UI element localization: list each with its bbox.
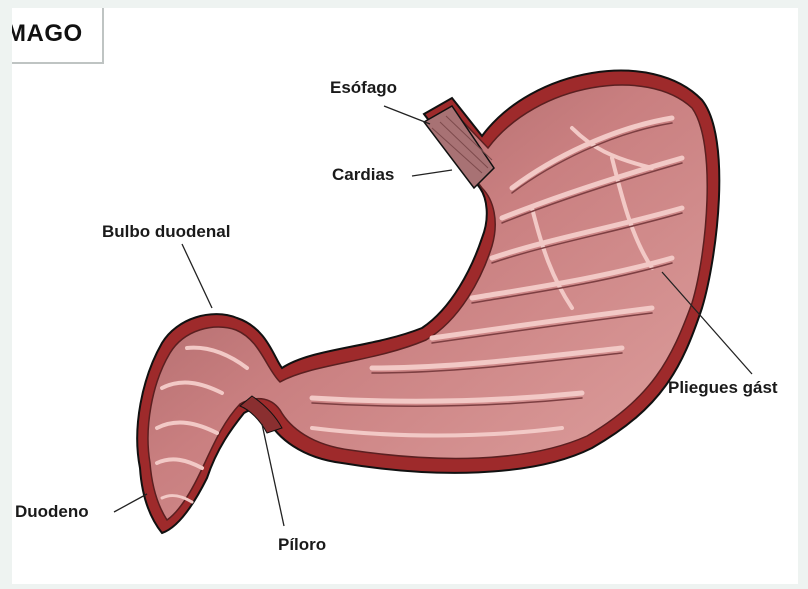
label-esofago: Esófago xyxy=(330,78,397,98)
leader-duodeno xyxy=(114,494,147,512)
label-pliegues-gastricos: Pliegues gást xyxy=(668,378,778,398)
label-cardias: Cardias xyxy=(332,165,394,185)
leader-cardias xyxy=(412,170,452,176)
label-bulbo-duodenal: Bulbo duodenal xyxy=(102,222,230,242)
label-duodeno: Duodeno xyxy=(15,502,89,522)
leader-esofago xyxy=(384,106,430,124)
leader-bulbo xyxy=(182,244,212,308)
stomach-inner-mucosa xyxy=(148,85,707,520)
leader-piloro xyxy=(262,424,284,526)
label-piloro: Píloro xyxy=(278,535,326,555)
stomach-diagram xyxy=(12,8,798,584)
diagram-canvas: MAGO xyxy=(12,8,798,584)
